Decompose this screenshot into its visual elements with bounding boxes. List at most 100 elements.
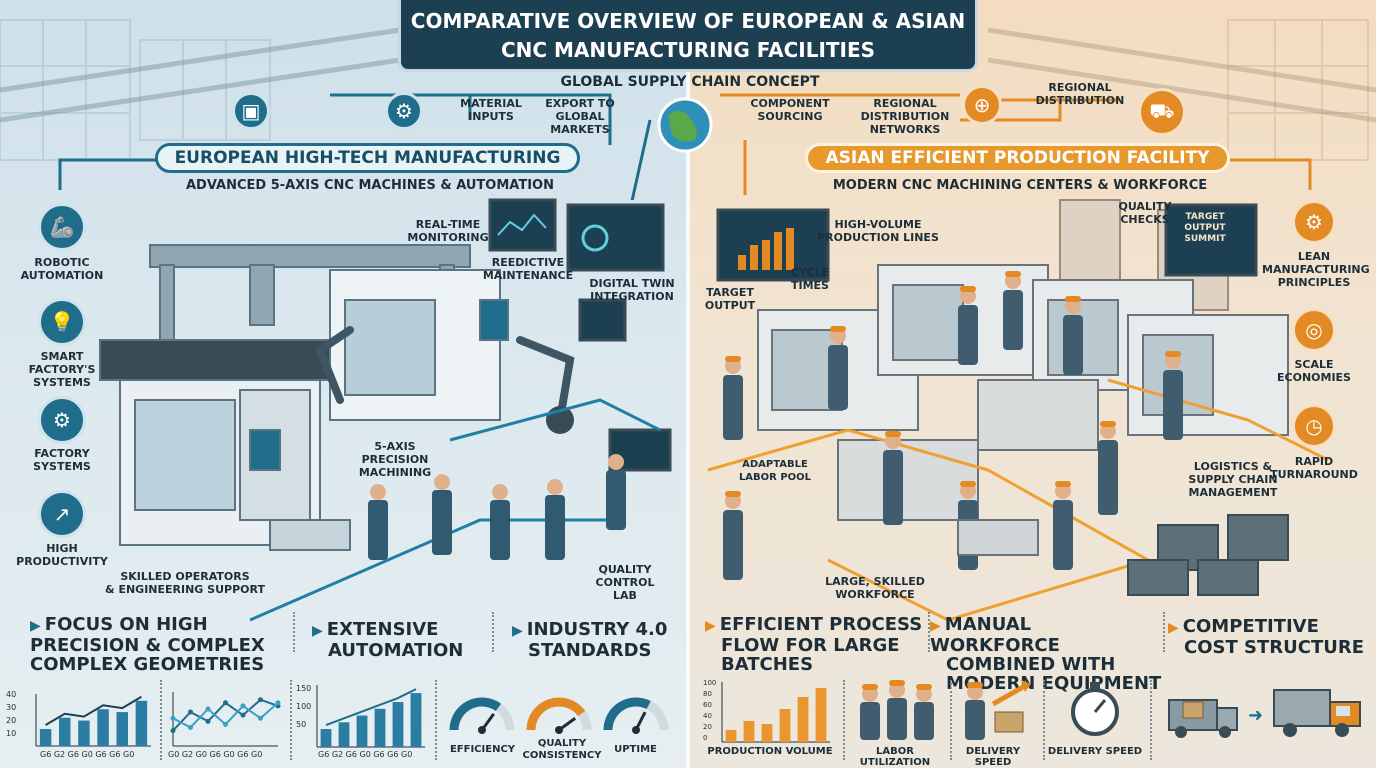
europe-subtitle: ADVANCED 5-AXIS CNC MACHINES & AUTOMATIO… [186, 178, 554, 193]
data-point [205, 706, 211, 712]
bar [815, 688, 827, 742]
data-point [205, 718, 211, 724]
label-delivery-speed-1: DELIVERY SPEED [965, 746, 1021, 768]
lightbulb-icon: 💡 [38, 298, 86, 346]
data-point [258, 715, 263, 721]
bar [410, 693, 422, 747]
bar [338, 722, 350, 747]
arrow-bullet-icon: ▶ [512, 623, 523, 639]
gauge-hub [478, 726, 486, 734]
europe-focus-industry: ▶INDUSTRY 4.0 STANDARDS [512, 619, 668, 661]
label-delivery-speed-2: DELIVERY SPEED [1047, 746, 1143, 757]
arrow-right-icon: ➜ [1248, 705, 1264, 726]
data-point [223, 721, 228, 727]
bar [320, 729, 332, 747]
europe-bar-chart-1 [35, 694, 151, 747]
arrow-bullet-icon: ▶ [30, 618, 41, 634]
bar [779, 709, 791, 742]
title-line-2: CNC MANUFACTURING FACILITIES [500, 38, 876, 62]
data-point [188, 709, 193, 715]
asia-focus-workforce: ▶MANUAL WORKFORCE COMBINED WITH MODERN E… [930, 614, 1162, 694]
separator [843, 680, 846, 760]
data-point [240, 703, 246, 709]
title-line-1: COMPARATIVE OVERVIEW OF EUROPEAN & ASIAN [410, 9, 966, 33]
gauge-fill [603, 697, 651, 731]
supply-chain-title: GLOBAL SUPPLY CHAIN CONCEPT [560, 74, 820, 90]
stopwatch-icon [1071, 682, 1119, 736]
data-point [258, 697, 263, 703]
chart2-xlabels: G0 G2 G0 G6 G0 G6 G0 [168, 750, 263, 759]
europe-focus-automation: ▶EXTENSIVE AUTOMATION [312, 619, 464, 661]
data-point [240, 712, 246, 718]
separator [293, 612, 296, 652]
page-title: COMPARATIVE OVERVIEW OF EUROPEAN & ASIAN… [398, 0, 978, 72]
data-point [188, 724, 193, 730]
workers-group-icon [860, 680, 934, 740]
chart1-xlabels: G6 G2 G6 G0 G6 G6 G0 [40, 750, 135, 759]
truck-icon: ⛟ [1138, 88, 1186, 136]
data-point [275, 700, 281, 706]
europe-focus-precision: ▶FOCUS ON HIGH PRECISION & COMPLEX COMPL… [30, 614, 265, 675]
gear-icon: ⚙ [1292, 200, 1336, 244]
data-point [223, 700, 228, 706]
bar [78, 720, 90, 746]
trend-line [45, 695, 142, 726]
supply-chain-arrows [58, 93, 1312, 200]
delivery-van-icon [1168, 699, 1238, 738]
coins-icon: ◎ [1292, 308, 1336, 352]
gears-icon: ⚙ [38, 396, 86, 444]
robot-arm-icon: 🦾 [38, 203, 86, 251]
separator [160, 680, 163, 760]
asia-panel [688, 0, 1376, 768]
separator [1043, 680, 1046, 760]
bar [392, 702, 404, 747]
globe-icon: ⊕ [962, 85, 1002, 125]
conveyor-icon: ⚙ [385, 92, 423, 130]
asia-production-chart [721, 682, 830, 743]
center-divider [686, 0, 690, 768]
separator [950, 680, 953, 760]
data-point [170, 715, 176, 721]
trend-line [325, 688, 417, 726]
europe-bar-chart-2 [316, 685, 425, 748]
chart3-xlabels: G6 G2 G6 G0 G6 G6 G0 [318, 750, 413, 759]
arrow-bullet-icon: ▶ [1168, 620, 1179, 636]
separator [1163, 612, 1166, 652]
europe-banner: EUROPEAN HIGH-TECH MANUFACTURING [155, 143, 580, 173]
worker-delivery-icon [965, 680, 1031, 740]
separator [435, 680, 438, 760]
label-labor-utilization: LABOR UTILIZATION [859, 746, 931, 768]
separator [928, 612, 931, 652]
bar [761, 724, 773, 742]
bar [743, 721, 755, 742]
europe-factory-scene [0, 19, 672, 622]
growth-chart-icon: ↗ [38, 490, 86, 538]
europe-line-chart [170, 692, 281, 747]
bar [374, 708, 386, 747]
stopwatch-icon: ◷ [1292, 404, 1336, 448]
asia-factory-scene [707, 19, 1376, 622]
gauge-fill [526, 697, 586, 731]
arrow-bullet-icon: ▶ [312, 623, 323, 639]
data-point [170, 728, 176, 734]
asia-banner: ASIAN EFFICIENT PRODUCTION FACILITY [805, 143, 1230, 173]
separator [290, 680, 293, 760]
asia-focus-process: ▶EFFICIENT PROCESS FLOW FOR LARGE BATCHE… [705, 614, 923, 675]
